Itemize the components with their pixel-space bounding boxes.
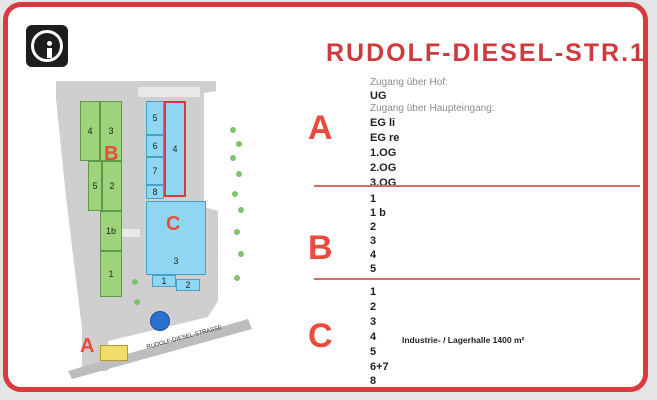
c-unit-6: 6 <box>146 135 164 157</box>
divider-a-b <box>314 185 640 187</box>
b-floor-4: 4 <box>370 249 377 261</box>
tree-icon <box>234 229 240 235</box>
tree-icon <box>238 207 244 213</box>
b-floor-2: 2 <box>370 221 377 233</box>
tree-icon <box>236 141 242 147</box>
tree-icon <box>232 191 238 197</box>
b-unit-3: 3 <box>100 101 122 161</box>
b-floor-1b: 1 b <box>370 207 386 219</box>
section-b-letter: B <box>308 229 333 267</box>
b-unit-4: 4 <box>80 101 100 161</box>
hof-access-label: Zugang über Hof: <box>370 77 448 88</box>
c-unit-2: 2 <box>176 279 200 291</box>
tree-icon <box>238 251 244 257</box>
c-floor-3: 3 <box>370 316 377 328</box>
tank-icon <box>150 311 170 331</box>
b-unit-2: 2 <box>102 161 122 211</box>
c-floor-4: 4 <box>370 331 377 343</box>
map-letter-c: C <box>166 213 181 235</box>
map-letter-a: A <box>80 335 95 357</box>
b-floor-3: 3 <box>370 235 377 247</box>
tree-icon <box>236 171 242 177</box>
c-floor-2: 2 <box>370 301 377 313</box>
divider-b-c <box>314 278 640 280</box>
tree-icon <box>230 127 236 133</box>
warehouse-note: Industrie- / Lagerhalle 1400 m² <box>402 335 525 345</box>
c-unit-4: 4 <box>164 101 186 197</box>
c-floor-8: 8 <box>370 375 377 387</box>
c-unit-3: 3 <box>146 201 206 275</box>
c-floor-1: 1 <box>370 286 377 298</box>
c-unit-7: 7 <box>146 157 164 185</box>
info-icon <box>26 25 68 67</box>
b-floor-5: 5 <box>370 263 377 275</box>
page-title: RUDOLF-DIESEL-STR.1 <box>326 39 646 67</box>
floor-ug: UG <box>370 90 387 102</box>
floor-2og: 2.OG <box>370 162 397 174</box>
c-unit-1: 1 <box>152 275 176 287</box>
c-unit-5: 5 <box>146 101 164 135</box>
floor-eg-re: EG re <box>370 132 400 144</box>
b-unit-1b: 1b <box>100 211 122 251</box>
tree-icon <box>234 275 240 281</box>
b-unit-1: 1 <box>100 251 122 297</box>
tree-icon <box>230 155 236 161</box>
c-floor-6-7: 6+7 <box>370 361 389 373</box>
c-unit-8: 8 <box>146 185 164 199</box>
main-access-label: Zugang über Haupteingang: <box>370 103 495 114</box>
info-board: RUDOLF-DIESEL-STR.1 A Zugang über Hof: U… <box>3 2 648 392</box>
map-letter-b: B <box>104 143 119 165</box>
section-a-letter: A <box>308 109 333 147</box>
b-floor-1: 1 <box>370 193 377 205</box>
floor-1og: 1.OG <box>370 147 397 159</box>
building-a <box>100 345 128 361</box>
b-unit-5: 5 <box>88 161 102 211</box>
tree-icon <box>134 299 140 305</box>
floor-eg-li: EG li <box>370 117 396 129</box>
c-floor-5: 5 <box>370 346 377 358</box>
tree-icon <box>132 279 138 285</box>
section-c-letter: C <box>308 317 333 355</box>
floor-3og: 3.OG <box>370 177 397 189</box>
